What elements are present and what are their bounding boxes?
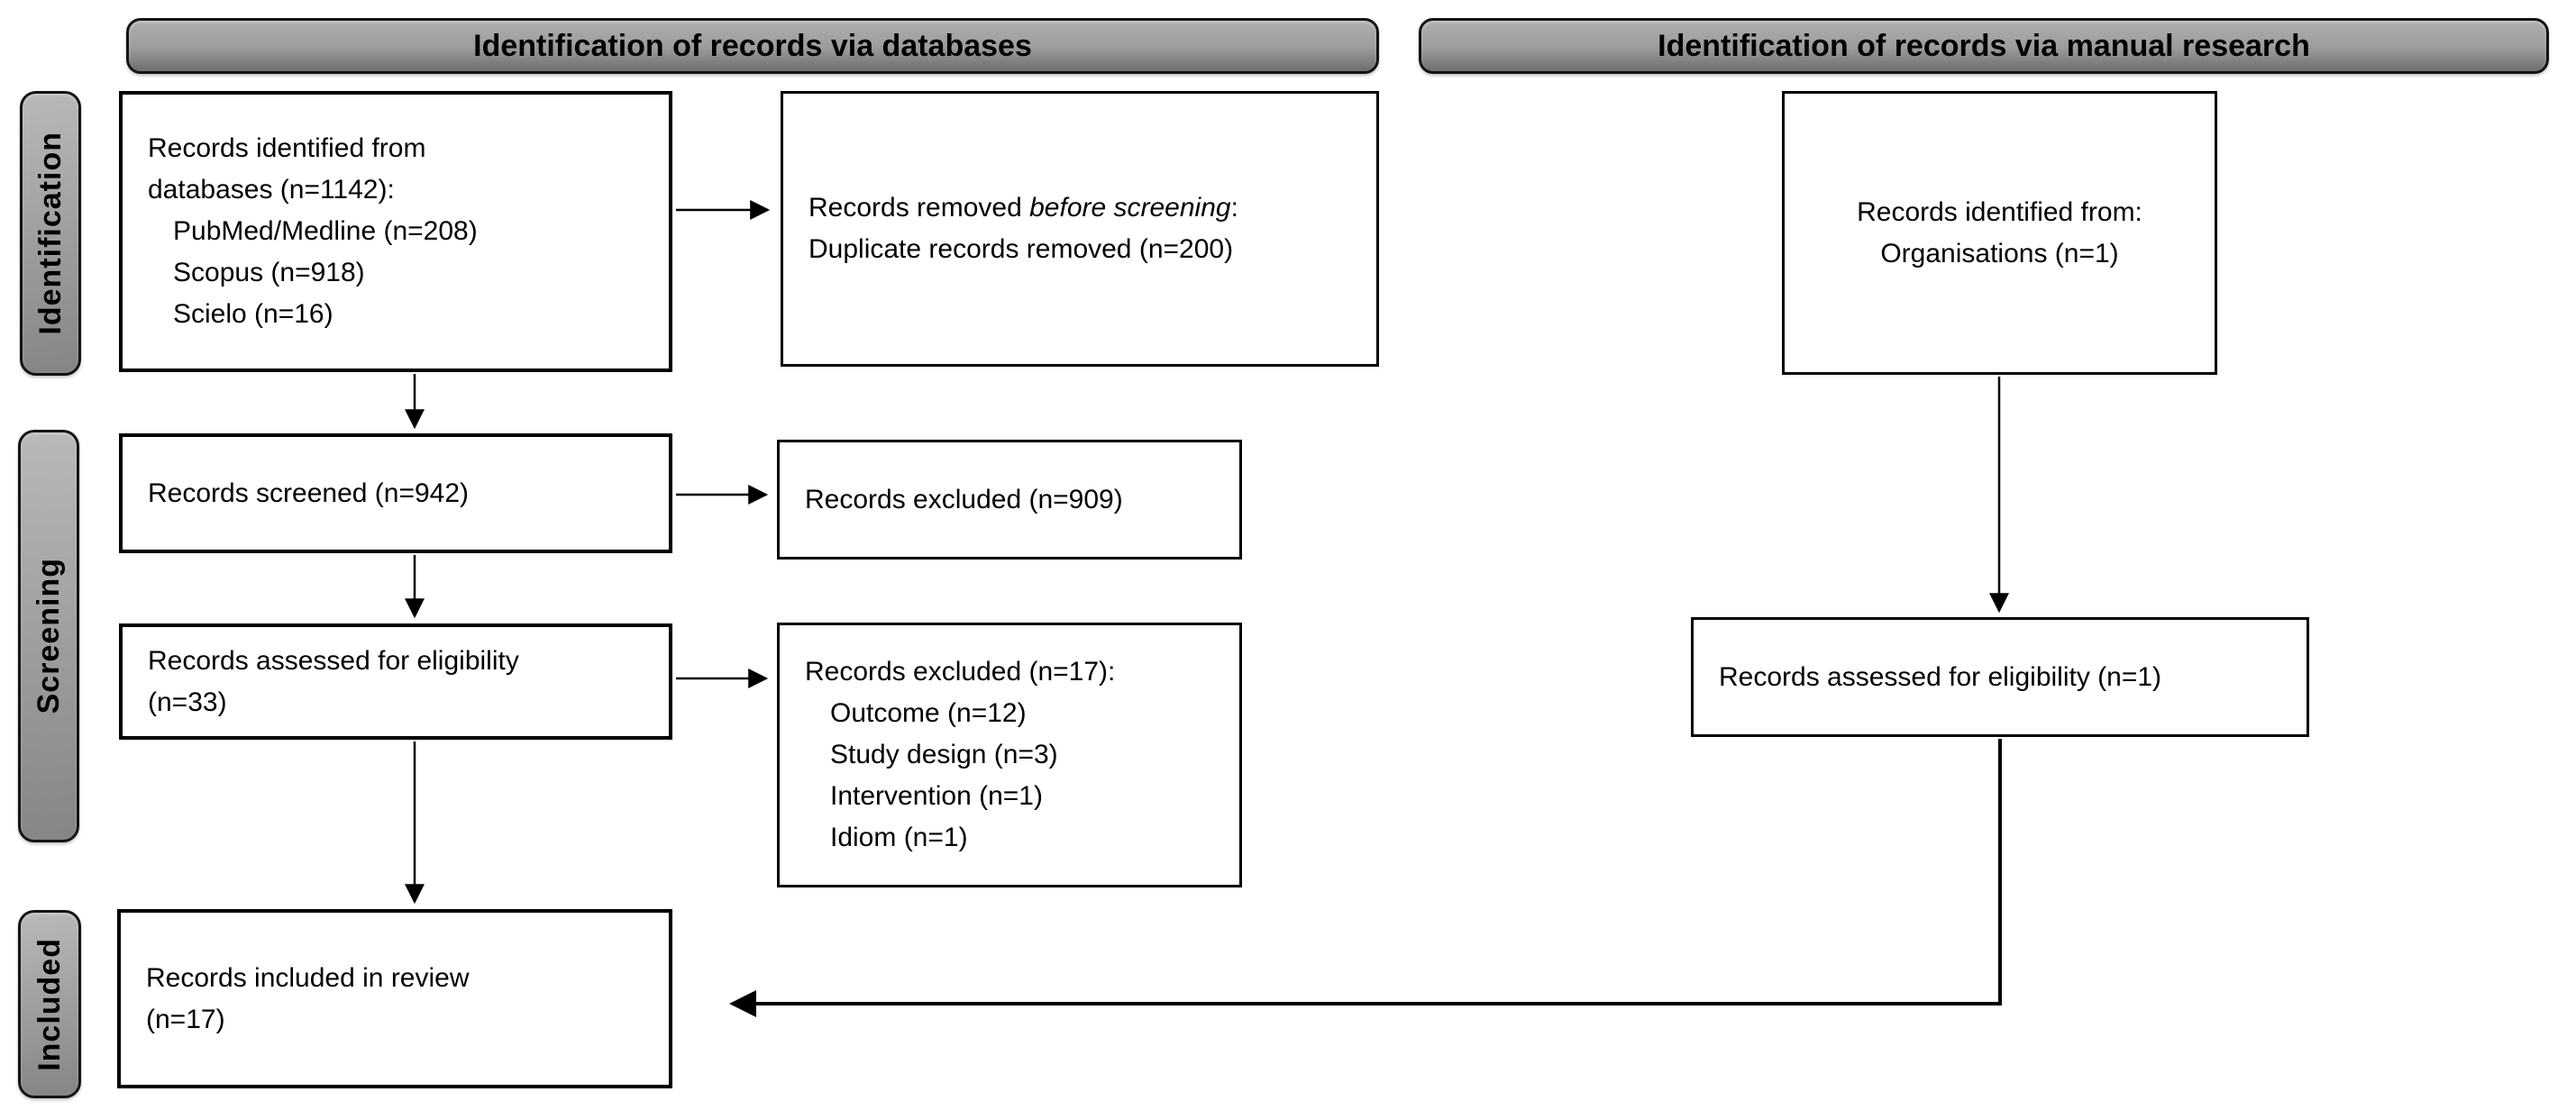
- box-line: PubMed/Medline (n=208): [173, 216, 478, 246]
- box-records-screened: Records screened (n=942): [119, 433, 672, 553]
- box-line: Records excluded (n=17):: [805, 657, 1116, 687]
- stage-tab-included-label: Included: [32, 937, 67, 1071]
- header-identification-via-manual-research: Identification of records via manual res…: [1419, 18, 2549, 74]
- stage-tab-screening: Screening: [18, 430, 79, 842]
- box-line: Scielo (n=16): [173, 299, 333, 329]
- box-line: Records screened (n=942): [148, 478, 470, 508]
- stage-tab-identification: Identification: [20, 91, 81, 376]
- box-text-italic-segment: before screening: [1029, 193, 1231, 223]
- box-records-assessed-eligibility: Records assessed for eligibility (n=33): [119, 623, 672, 740]
- box-line: Idiom (n=1): [830, 823, 968, 852]
- box-records-assessed-eligibility-manual: Records assessed for eligibility (n=1): [1691, 617, 2309, 737]
- box-line: Study design (n=3): [830, 740, 1058, 769]
- box-line: Intervention (n=1): [830, 781, 1043, 811]
- box-line: Records assessed for eligibility (n=1): [1719, 661, 2162, 692]
- box-records-removed-before-screening: Records removed before screening: Duplic…: [781, 91, 1379, 367]
- box-line: Duplicate records removed (n=200): [808, 234, 1234, 264]
- box-line: Records removed before screening:: [783, 187, 1376, 229]
- box-line: Scopus (n=918): [173, 258, 365, 287]
- header-identification-via-databases: Identification of records via databases: [126, 18, 1379, 74]
- box-line: Records assessed for eligibility: [148, 645, 519, 676]
- stage-tab-identification-label: Identification: [32, 132, 68, 335]
- box-records-excluded-screening: Records excluded (n=909): [777, 440, 1242, 560]
- box-line: databases (n=1142):: [148, 175, 395, 205]
- stage-tab-screening-label: Screening: [31, 558, 66, 714]
- box-records-included-review: Records included in review (n=17): [117, 909, 672, 1088]
- box-records-identified-databases: Records identified from databases (n=114…: [119, 91, 672, 372]
- box-line: Records identified from: [148, 133, 426, 163]
- box-records-identified-manual: Records identified from: Organisations (…: [1782, 91, 2217, 375]
- box-line: Records excluded (n=909): [805, 484, 1123, 514]
- stage-tab-included: Included: [18, 910, 81, 1098]
- box-line: Outcome (n=12): [830, 698, 1027, 728]
- box-text-segment: Records removed: [808, 193, 1030, 223]
- box-records-excluded-eligibility: Records excluded (n=17): Outcome (n=12) …: [777, 623, 1242, 887]
- box-line: Records included in review: [146, 962, 470, 993]
- box-line: (n=33): [148, 687, 227, 717]
- box-line: (n=17): [146, 1004, 225, 1034]
- box-line: Organisations (n=1): [1880, 238, 2119, 268]
- box-text-segment: :: [1230, 193, 1238, 223]
- box-line: Records identified from:: [1857, 196, 2142, 227]
